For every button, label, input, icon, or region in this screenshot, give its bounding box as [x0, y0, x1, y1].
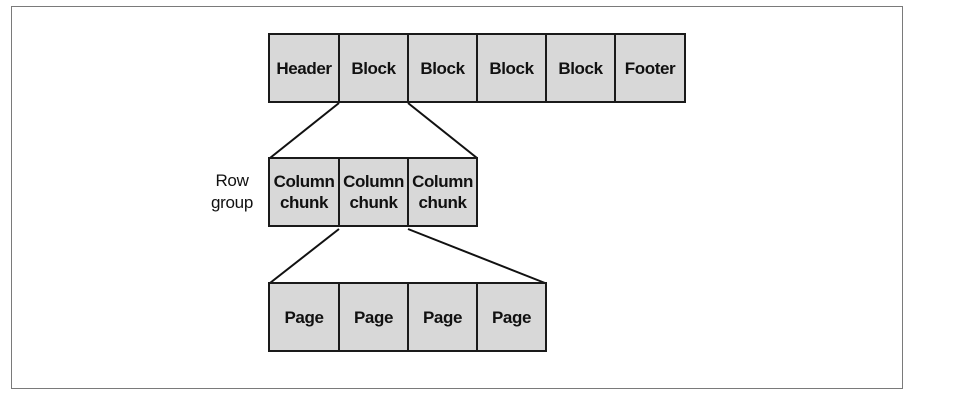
column-chunk-line2: chunk — [349, 193, 398, 212]
row-group-label-line1: Row — [215, 171, 249, 190]
row-group-label-line2: group — [211, 193, 253, 212]
column-chunk-line1: Column — [412, 172, 473, 191]
file-footer-box: Footer — [614, 33, 686, 103]
row-group-label: Row group — [202, 170, 262, 214]
file-header-box: Header — [268, 33, 340, 103]
column-chunk-line2: chunk — [279, 193, 329, 212]
column-chunk-box: Column chunk — [268, 157, 340, 227]
column-chunk-box: Column chunk — [338, 157, 409, 227]
file-block-box: Block — [476, 33, 547, 103]
file-block-box: Block — [545, 33, 616, 103]
file-block-box: Block — [407, 33, 478, 103]
page-box: Page — [476, 282, 547, 352]
page-box: Page — [407, 282, 478, 352]
column-chunk-line2: chunk — [418, 193, 467, 212]
page-box: Page — [268, 282, 340, 352]
column-chunk-line1: Column — [343, 172, 404, 191]
column-chunk-box: Column chunk — [407, 157, 478, 227]
column-chunk-line1: Column — [273, 172, 335, 191]
page-box: Page — [338, 282, 409, 352]
file-block-box: Block — [338, 33, 409, 103]
